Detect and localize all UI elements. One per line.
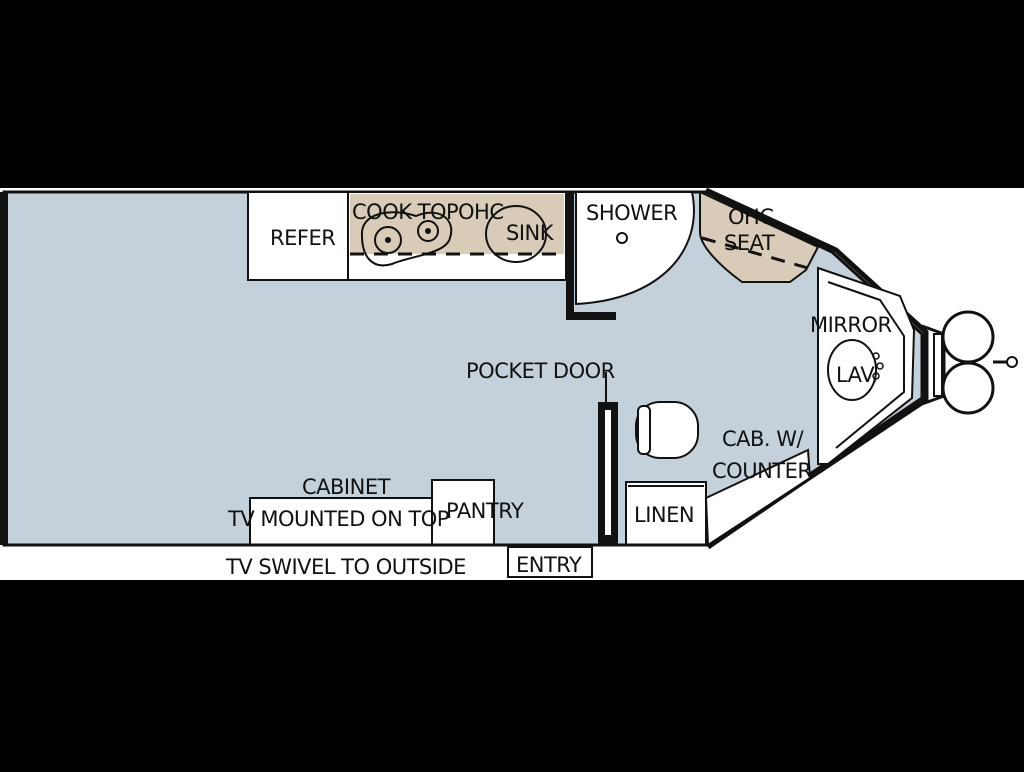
label-pocket-door: POCKET DOOR	[466, 359, 615, 383]
pantry-box	[431, 479, 495, 546]
rear-wall	[0, 192, 8, 545]
ohc-seat-cabinet	[699, 190, 820, 283]
label-cabinet: CABINET	[302, 475, 391, 499]
label-cook-top: COOK TOP	[352, 200, 458, 224]
cooktop-burner-large	[374, 226, 402, 254]
label-pantry: PANTRY	[446, 499, 524, 523]
label-shower: SHOWER	[586, 201, 677, 225]
tv-cabinet	[249, 497, 433, 546]
label-entry: ENTRY	[516, 553, 582, 577]
cab-counter	[704, 448, 812, 547]
shower-wall	[566, 192, 574, 320]
sink-basin	[485, 205, 547, 263]
cooktop-burner-small	[417, 220, 439, 242]
label-cab-counter-2: COUNTER	[712, 459, 811, 483]
lav-sink	[827, 339, 877, 401]
label-mirror: MIRROR	[810, 313, 892, 337]
entry-door	[507, 546, 593, 578]
linen-closet	[625, 481, 707, 546]
propane-tank-lower	[941, 361, 995, 415]
label-ohc-kitchen: OHC	[458, 200, 503, 224]
label-lav: LAV.	[836, 363, 878, 387]
toilet	[635, 401, 699, 459]
label-linen: LINEN	[634, 503, 694, 527]
label-sink: SINK	[506, 221, 555, 245]
label-tv-mounted: TV MOUNTED ON TOP	[227, 507, 449, 531]
hitch-assembly	[921, 310, 1018, 415]
label-ohc-seat-2: SEAT	[724, 231, 775, 255]
lav-cabinet	[817, 266, 916, 465]
label-cab-counter-1: CAB. W/	[722, 427, 805, 451]
label-ohc-seat-1: OHC	[728, 205, 773, 229]
shower-drain	[616, 232, 628, 244]
label-refer: REFER	[270, 226, 335, 250]
cooktop-outline	[360, 211, 453, 267]
label-tv-swivel: TV SWIVEL TO OUTSIDE	[225, 555, 466, 579]
shower-stall	[575, 191, 695, 306]
kitchen-counter	[347, 191, 567, 281]
propane-tank-upper	[941, 310, 995, 364]
